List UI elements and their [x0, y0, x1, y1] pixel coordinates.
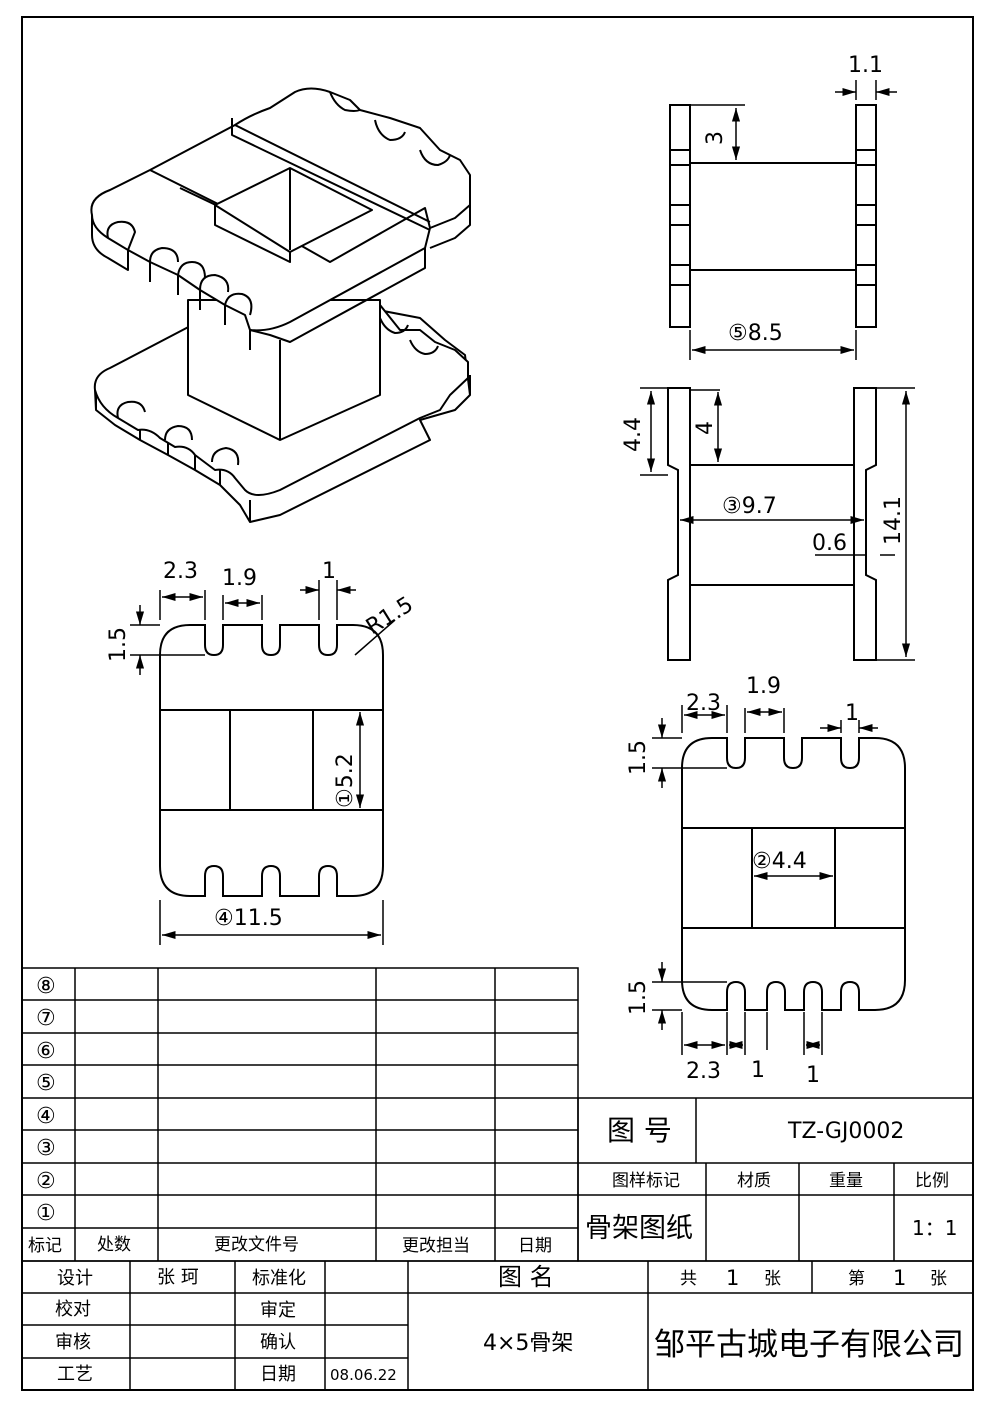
rev-row-4: ④	[36, 1104, 56, 1129]
revision-table	[21, 967, 579, 1262]
bot-dim-2-3b: 2.3	[686, 1059, 721, 1084]
confirm-label: 确认	[260, 1332, 296, 1353]
col-weight: 重量	[829, 1171, 863, 1191]
drawing-no-label: 图 号	[607, 1114, 672, 1147]
dim-1-1: 1.1	[848, 53, 883, 78]
dim-0-6: 0.6	[812, 531, 847, 556]
approve-label: 审定	[260, 1300, 296, 1321]
dim-4: 4	[693, 421, 718, 435]
dim-9-7: ③9.7	[722, 494, 777, 519]
top-view-dims	[130, 580, 396, 945]
top-dim-2-3: 2.3	[163, 559, 198, 584]
bottom-view	[681, 737, 906, 1011]
dim-4-4: 4.4	[621, 417, 646, 452]
top-dim-1-5: 1.5	[106, 627, 131, 662]
revision-row-labels: ⑧ ⑦ ⑥ ⑤ ④ ③ ② ①	[36, 974, 56, 1226]
col-scale: 比例	[915, 1171, 949, 1191]
revision-headers: 标记 处数 更改文件号 更改担当 日期	[28, 1235, 552, 1256]
rev-row-2: ②	[36, 1169, 56, 1194]
total-unit: 张	[764, 1269, 781, 1289]
col-mark: 图样标记	[612, 1171, 680, 1191]
total-value: 1	[726, 1266, 739, 1290]
total-label: 共	[680, 1269, 697, 1289]
rev-header-file: 更改文件号	[214, 1235, 299, 1255]
drawing-no: TZ-GJ0002	[787, 1119, 904, 1144]
rev-row-7: ⑦	[36, 1006, 56, 1031]
rev-header-owner: 更改担当	[402, 1236, 470, 1256]
bot-dim-1-5b: 1.5	[626, 980, 651, 1015]
date-label: 日期	[260, 1364, 296, 1385]
top-dim-1: 1	[322, 559, 336, 584]
rev-row-6: ⑥	[36, 1039, 56, 1064]
bot-dim-1: 1	[845, 701, 859, 726]
bottom-view-dims	[652, 705, 878, 1055]
dim-3: 3	[703, 131, 728, 145]
rev-row-8: ⑧	[36, 974, 56, 999]
title-block-grid	[21, 1097, 974, 1391]
date-value: 08.06.22	[330, 1366, 397, 1384]
scale-value: 1：1	[912, 1216, 957, 1240]
rev-header-mark: 标记	[28, 1236, 62, 1256]
doc-type: 骨架图纸	[585, 1213, 693, 1244]
standard-label: 标准化	[252, 1268, 306, 1289]
designer-name: 张 珂	[157, 1267, 199, 1288]
bot-dim-1c: 1	[806, 1063, 820, 1088]
rev-header-count: 处数	[97, 1235, 131, 1255]
bot-dim-2-3: 2.3	[686, 691, 721, 716]
page-unit: 张	[930, 1269, 947, 1289]
design-label: 设计	[57, 1268, 93, 1289]
title-block-text: 图 号 TZ-GJ0002 图样标记 材质 重量 比例 骨架图纸 1：1 设计 …	[55, 1114, 964, 1385]
rev-header-date: 日期	[518, 1236, 552, 1256]
section-view	[667, 387, 877, 661]
top-dim-1-9: 1.9	[222, 566, 257, 591]
dim-8-5: ⑤8.5	[728, 321, 783, 346]
company-name: 邹平古城电子有限公司	[654, 1327, 964, 1363]
top-dim-r1-5: R1.5	[362, 592, 418, 640]
side-view-1-dims	[689, 80, 897, 360]
review-label: 审核	[55, 1332, 91, 1353]
bot-dim-1b: 1	[751, 1058, 765, 1083]
bot-dim-4-4: ②4.4	[752, 849, 807, 874]
name-label: 图 名	[498, 1263, 554, 1291]
process-label: 工艺	[57, 1364, 93, 1385]
rev-row-1: ①	[36, 1201, 56, 1226]
page-value: 1	[893, 1266, 906, 1290]
rev-row-3: ③	[36, 1136, 56, 1161]
top-dim-5-2: ①5.2	[333, 753, 358, 808]
section-view-dims	[640, 387, 915, 661]
bot-dim-1-9: 1.9	[746, 674, 781, 699]
isometric-bobbin-view	[90, 87, 471, 523]
rev-row-5: ⑤	[36, 1071, 56, 1096]
page-label: 第	[848, 1269, 865, 1289]
col-material: 材质	[737, 1171, 771, 1191]
bot-dim-1-5a: 1.5	[626, 740, 651, 775]
dim-14-1: 14.1	[881, 496, 906, 545]
side-view-1	[669, 104, 877, 328]
check-label: 校对	[55, 1299, 91, 1320]
top-view	[159, 624, 384, 897]
drawing-name: 4×5骨架	[483, 1331, 573, 1356]
top-dim-11-5: ④11.5	[214, 906, 283, 931]
